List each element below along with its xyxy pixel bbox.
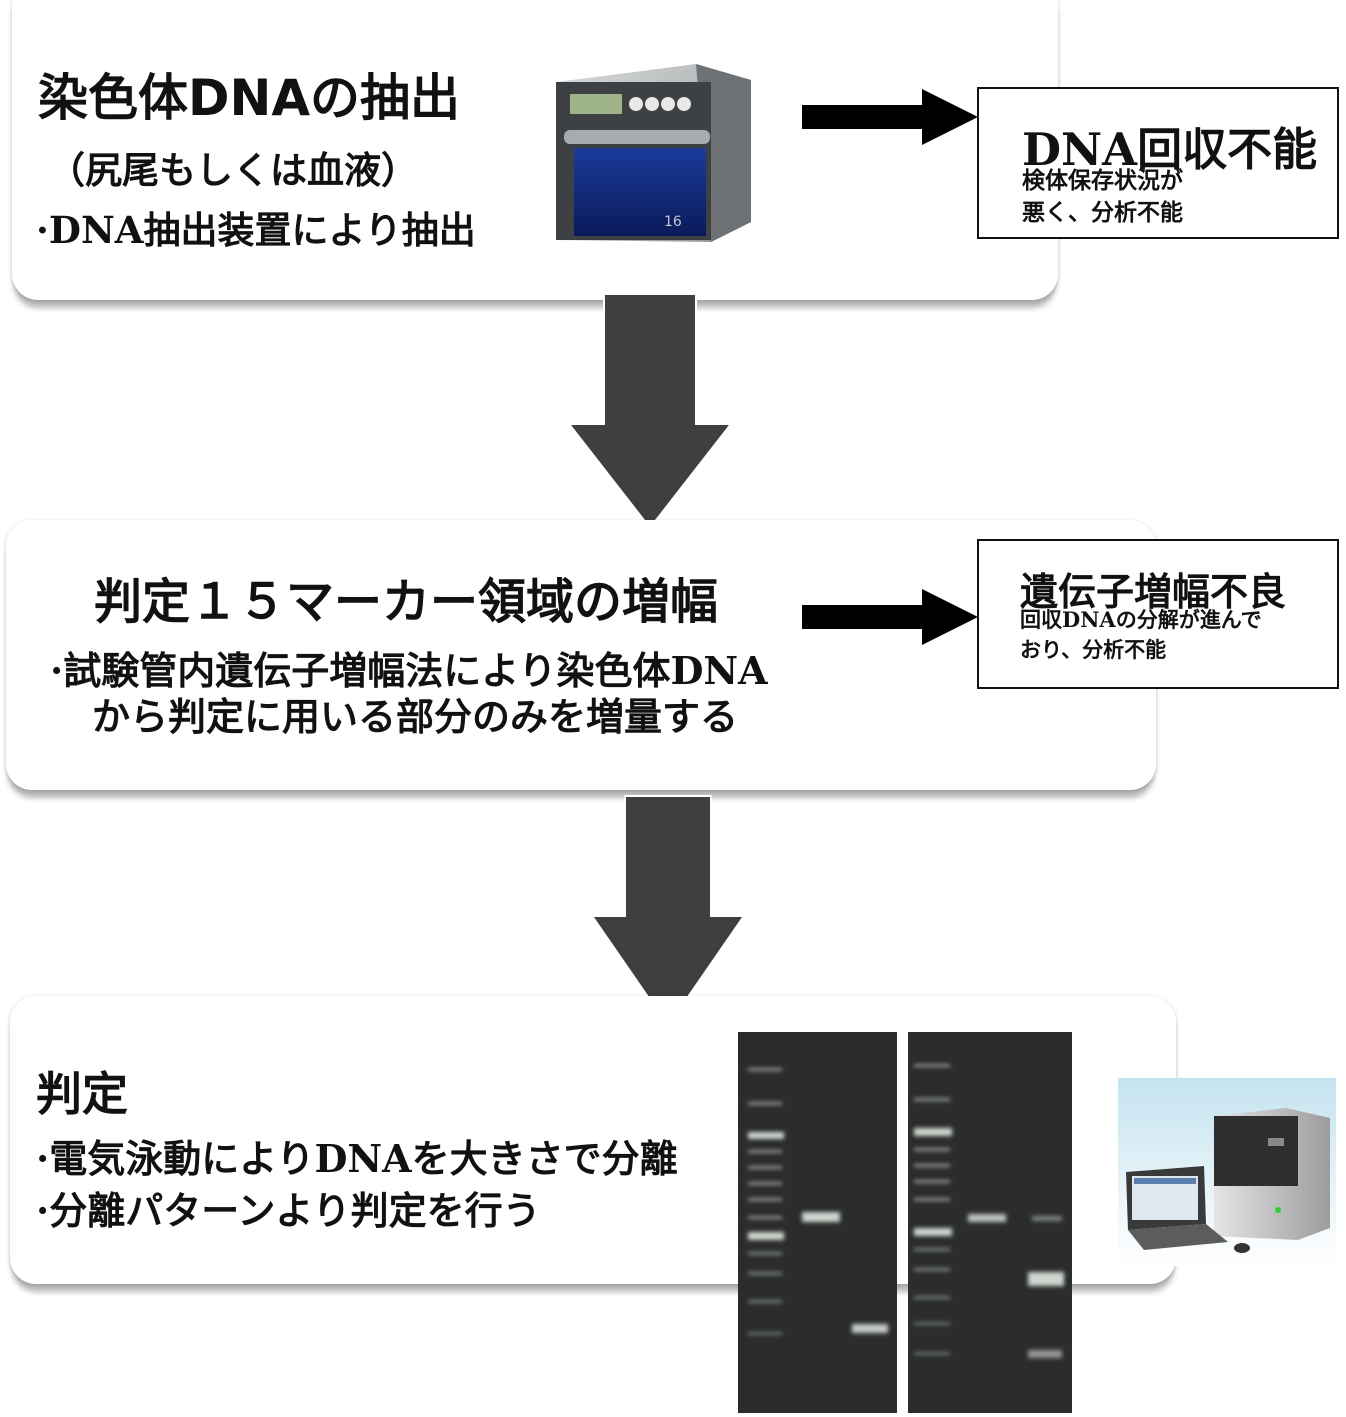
failure-title: DNA回収不能 bbox=[1022, 123, 1318, 176]
arrow-down-icon bbox=[590, 795, 746, 1028]
step3-bullet-line2: ·分離パターンより判定を行う bbox=[36, 1188, 541, 1233]
step-amplification-card bbox=[6, 520, 1156, 790]
failure-desc-line2: おり、分析不能 bbox=[1020, 637, 1167, 662]
step2-title: 判定１５マーカー領域の増幅 bbox=[94, 574, 719, 630]
analyzer-computer-icon bbox=[1118, 1078, 1336, 1266]
failure-box-dna-recovery bbox=[977, 87, 1339, 239]
arrow-right-icon bbox=[802, 589, 978, 645]
step1-subtitle: （尻尾もしくは血液） bbox=[48, 148, 418, 192]
step3-bullet-line1: ·電気泳動によりDNAを大きさで分離 bbox=[36, 1136, 678, 1181]
arrow-down-icon bbox=[567, 293, 733, 530]
step1-title: 染色体DNAの抽出 bbox=[38, 69, 461, 127]
step-extraction-card bbox=[12, 0, 1058, 300]
failure-desc-line1: 検体保存状況が bbox=[1022, 167, 1183, 194]
failure-title: 遺伝子増幅不良 bbox=[1020, 569, 1287, 614]
arrow-right-icon bbox=[802, 89, 978, 145]
step3-title: 判定 bbox=[36, 1067, 128, 1121]
step2-bullet-line2: から判定に用いる部分のみを増量する bbox=[92, 694, 739, 739]
gel-electrophoresis-image bbox=[738, 1032, 1072, 1413]
failure-desc-line2: 悪く、分析不能 bbox=[1022, 199, 1183, 226]
svg-text:16: 16 bbox=[664, 214, 682, 230]
failure-box-amplification bbox=[977, 539, 1339, 689]
step2-bullet-line1: ·試験管内遺伝子増幅法により染色体DNA bbox=[50, 648, 768, 693]
step1-bullet: ·DNA抽出装置により抽出 bbox=[36, 208, 476, 252]
dna-extractor-icon: 16 bbox=[546, 52, 756, 244]
failure-desc-line1: 回収DNAの分解が進んで bbox=[1020, 607, 1262, 632]
